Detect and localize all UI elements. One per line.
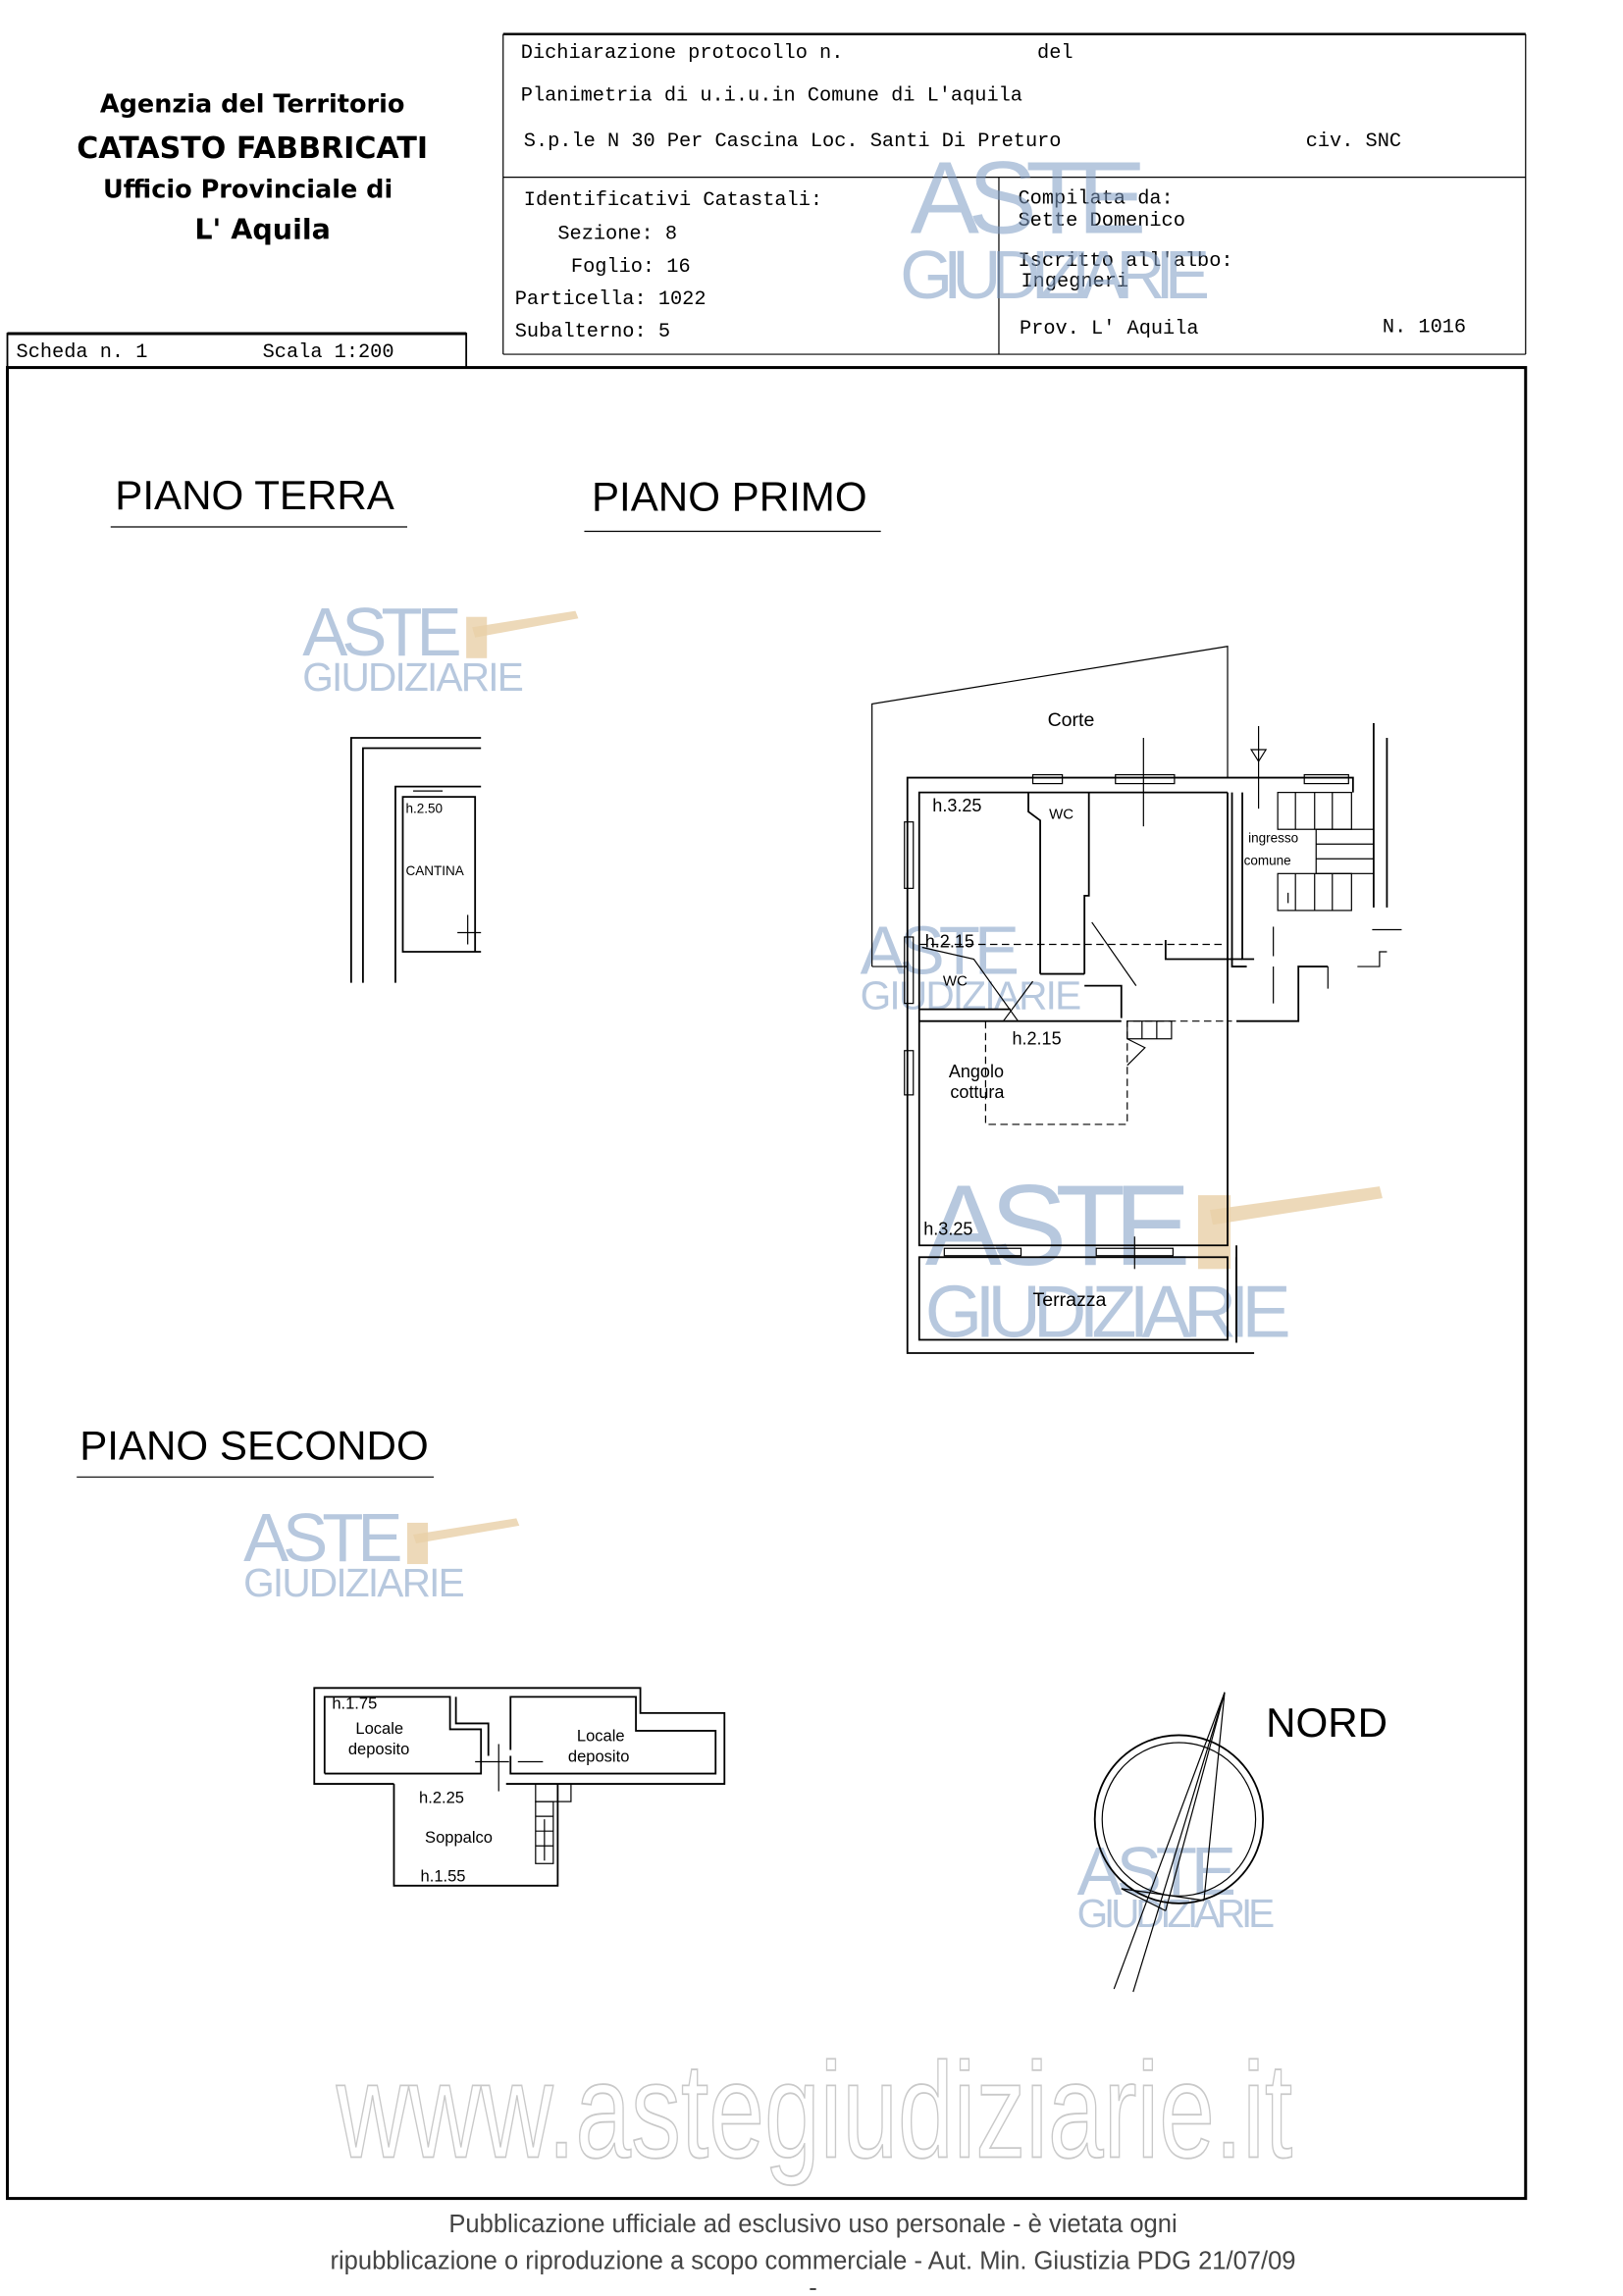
height-label: h.3.25 <box>923 1220 972 1239</box>
footer-line-1: Pubblicazione ufficiale ad esclusivo uso… <box>448 2211 1177 2238</box>
height-label: h.1.55 <box>421 1866 466 1885</box>
compiler-name: Sette Domenico <box>1019 210 1185 233</box>
svg-text:GIUDIZIARIE: GIUDIZIARIE <box>925 1270 1291 1352</box>
height-label: h.2.15 <box>925 932 974 952</box>
svg-text:GIUDIZIARIE: GIUDIZIARIE <box>900 236 1210 313</box>
svg-text:ASTE: ASTE <box>302 594 461 670</box>
foglio: Foglio: 16 <box>571 256 691 279</box>
label-comune: comune <box>1244 853 1291 867</box>
svg-text:GIUDIZIARIE: GIUDIZIARIE <box>1077 1891 1275 1936</box>
height-label: h.3.25 <box>932 796 981 815</box>
label-deposito: deposito <box>568 1748 630 1766</box>
label-terrazza: Terrazza <box>1033 1289 1107 1311</box>
register-value: Ingegneri <box>1021 271 1129 293</box>
first-floor-plan: Corte h.3.25 WC ingresso comune h.2.15 W… <box>871 646 1402 1354</box>
subalterno: Subalterno: 5 <box>515 321 670 343</box>
compiler-province: Prov. L' Aquila <box>1020 318 1199 340</box>
particella: Particella: 1022 <box>515 288 707 311</box>
label-cottura: cottura <box>950 1082 1005 1102</box>
agency-name: Agenzia del Territorio <box>100 89 405 119</box>
label-ingresso: ingresso <box>1248 831 1298 846</box>
height-label: h.2.25 <box>419 1789 464 1807</box>
label-corte: Corte <box>1048 709 1095 731</box>
compiler-number: N. 1016 <box>1383 316 1466 339</box>
plan-line: Planimetria di u.i.u.in Comune di L'aqui… <box>521 84 1022 107</box>
first-floor-title: PIANO PRIMO <box>592 473 867 519</box>
svg-text:ASTE: ASTE <box>911 141 1147 256</box>
date-label: del <box>1037 42 1073 65</box>
address: S.p.le N 30 Per Cascina Loc. Santi Di Pr… <box>524 130 1062 153</box>
register-label: Iscritto all'albo: <box>1019 250 1233 273</box>
footer-notice: Pubblicazione ufficiale ad esclusivo uso… <box>330 2211 1295 2296</box>
label-wc: WC <box>943 973 968 990</box>
civic-number: civ. SNC <box>1306 130 1401 153</box>
ground-height: h.2.50 <box>406 802 444 816</box>
compiler-label: Compilata da: <box>1019 188 1174 211</box>
height-label: h.2.15 <box>1012 1029 1061 1049</box>
room-cantina: CANTINA <box>406 863 464 878</box>
protocol-label: Dichiarazione protocollo n. <box>521 42 844 65</box>
svg-text:ASTE: ASTE <box>861 913 1020 989</box>
svg-text:ASTE: ASTE <box>925 1161 1191 1289</box>
label-soppalco: Soppalco <box>425 1828 493 1847</box>
identifiers-title: Identificativi Catastali: <box>524 189 822 212</box>
office-province: L' Aquila <box>194 213 331 246</box>
svg-text:ASTE: ASTE <box>243 1499 402 1576</box>
drawing-frame <box>6 366 1528 2201</box>
svg-text:GIUDIZIARIE: GIUDIZIARIE <box>243 1560 465 1605</box>
svg-text:GIUDIZIARIE: GIUDIZIARIE <box>861 973 1082 1018</box>
watermark-logos: ASTE GIUDIZIARIE ASTE GIUDIZIARIE ASTE G… <box>243 141 1383 2187</box>
declaration-box: Dichiarazione protocollo n. del Planimet… <box>502 32 1527 355</box>
north-label: NORD <box>1266 1699 1387 1746</box>
footer-line-2: ripubblicazione o riproduzione a scopo c… <box>330 2248 1295 2275</box>
agency-header: Agenzia del Territorio CATASTO FABBRICAT… <box>77 89 428 245</box>
scale: Scala 1:200 <box>263 341 394 364</box>
department-name: CATASTO FABBRICATI <box>77 131 428 166</box>
ground-floor-plan: h.2.50 CANTINA <box>349 737 482 983</box>
office-name: Ufficio Provinciale di <box>103 176 393 205</box>
second-floor-plan: h.1.75 Locale deposito Locale deposito h… <box>313 1687 726 1887</box>
footer-line-3: - <box>809 2274 817 2296</box>
height-label: h.1.75 <box>332 1694 377 1712</box>
label-angolo: Angolo <box>949 1062 1004 1081</box>
label-wc: WC <box>1049 807 1073 823</box>
label-locale: Locale <box>577 1726 625 1745</box>
site-watermark: www.astegiudiziarie.it <box>336 2035 1292 2186</box>
svg-text:GIUDIZIARIE: GIUDIZIARIE <box>302 654 524 700</box>
scheda-number: Scheda n. 1 <box>17 341 148 364</box>
second-floor-title: PIANO SECONDO <box>79 1422 429 1468</box>
north-arrow-icon: NORD <box>1093 1692 1387 1993</box>
label-locale: Locale <box>355 1719 403 1738</box>
label-deposito: deposito <box>348 1740 410 1758</box>
sezione: Sezione: 8 <box>557 224 677 246</box>
ground-floor-title: PIANO TERRA <box>115 472 394 518</box>
floor-titles: PIANO TERRA PIANO PRIMO PIANO SECONDO <box>77 472 881 1478</box>
